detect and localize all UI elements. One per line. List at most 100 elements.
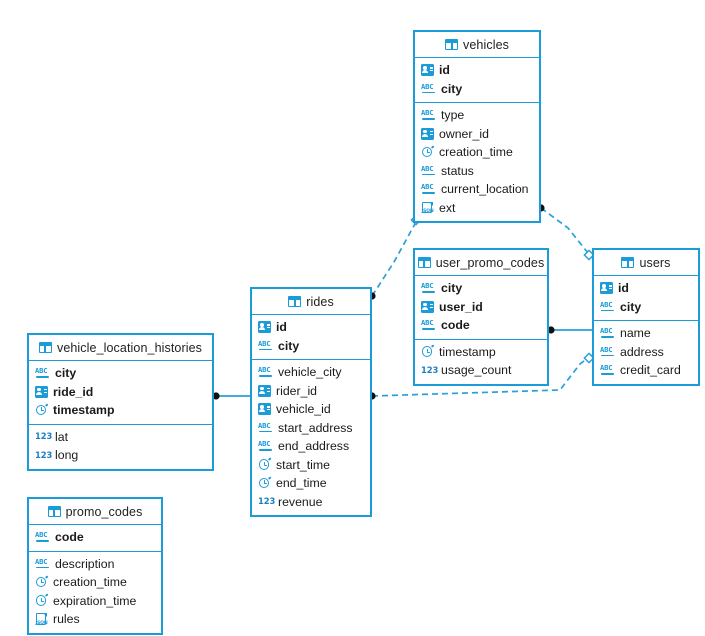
abc-icon: ABC [421, 183, 436, 195]
field-name: creation_time [439, 145, 513, 160]
field-row-expiration_time[interactable]: expiration_time [29, 592, 161, 611]
field-row-current_location[interactable]: ABC current_location [415, 180, 539, 199]
field-name: lat [55, 429, 68, 444]
field-row-timestamp[interactable]: timestamp [415, 343, 547, 362]
field-row-id[interactable]: id [594, 279, 698, 298]
relationship-user_promo_codes-users[interactable] [547, 326, 592, 334]
table-icon [47, 506, 61, 517]
clock-icon [35, 574, 49, 589]
field-row-id[interactable]: id [415, 61, 539, 80]
id-icon [600, 282, 613, 295]
abc-icon: ABC [600, 327, 615, 339]
field-name: revenue [278, 494, 323, 509]
number-icon: 123 [35, 431, 53, 442]
table-title: user_promo_codes [435, 255, 545, 270]
field-row-end_time[interactable]: end_time [252, 474, 370, 493]
field-name: vehicle_city [278, 365, 342, 380]
field-row-timestamp[interactable]: timestamp [29, 401, 212, 420]
table-header: user_promo_codes [415, 250, 547, 276]
table-header: vehicle_location_histories [29, 335, 212, 361]
field-row-name[interactable]: ABC name [594, 324, 698, 343]
table-header: vehicles [415, 32, 539, 58]
abc-icon: ABC [421, 82, 436, 95]
id-icon [35, 385, 48, 398]
field-row-city[interactable]: ABC city [415, 80, 539, 99]
field-row-creation_time[interactable]: creation_time [415, 143, 539, 162]
field-name: type [441, 108, 465, 123]
field-row-vehicle_city[interactable]: ABC vehicle_city [252, 363, 370, 382]
abc-icon: ABC [35, 367, 50, 379]
table-title: rides [306, 294, 334, 309]
abc-icon: ABC [421, 164, 436, 177]
table-header: users [594, 250, 698, 276]
field-name: id [618, 281, 629, 296]
field-name: name [620, 326, 651, 341]
field-row-start_time[interactable]: start_time [252, 456, 370, 475]
field-name: city [441, 81, 463, 96]
id-icon [258, 321, 271, 334]
table-icon [417, 257, 431, 268]
field-name: timestamp [53, 403, 115, 418]
abc-icon: ABC [600, 364, 615, 376]
field-name: current_location [441, 182, 529, 197]
abc-icon: ABC [258, 366, 273, 378]
clock-icon [35, 593, 49, 607]
field-name: code [55, 530, 84, 545]
abc-icon: ABC [421, 319, 436, 331]
field-row-rider_id[interactable]: rider_id [252, 382, 370, 401]
field-row-ride_id[interactable]: ride_id [29, 383, 212, 402]
field-name: long [55, 448, 79, 463]
field-name: owner_id [439, 126, 489, 141]
field-name: timestamp [439, 344, 496, 359]
field-row-id[interactable]: id [252, 318, 370, 337]
field-name: rider_id [276, 383, 318, 398]
field-row-user_id[interactable]: user_id [415, 298, 547, 317]
table-icon [445, 39, 459, 50]
field-name: usage_count [441, 363, 512, 378]
field-row-vehicle_id[interactable]: vehicle_id [252, 400, 370, 419]
field-row-creation_time[interactable]: creation_time [29, 573, 161, 592]
abc-icon: ABC [258, 421, 273, 434]
table-icon [621, 257, 635, 268]
field-name: vehicle_id [276, 402, 331, 417]
field-row-owner_id[interactable]: owner_id [415, 125, 539, 144]
field-name: city [620, 299, 642, 314]
relationship-vehicle_location_histories-rides[interactable] [212, 392, 250, 400]
table-header: rides [252, 289, 370, 315]
